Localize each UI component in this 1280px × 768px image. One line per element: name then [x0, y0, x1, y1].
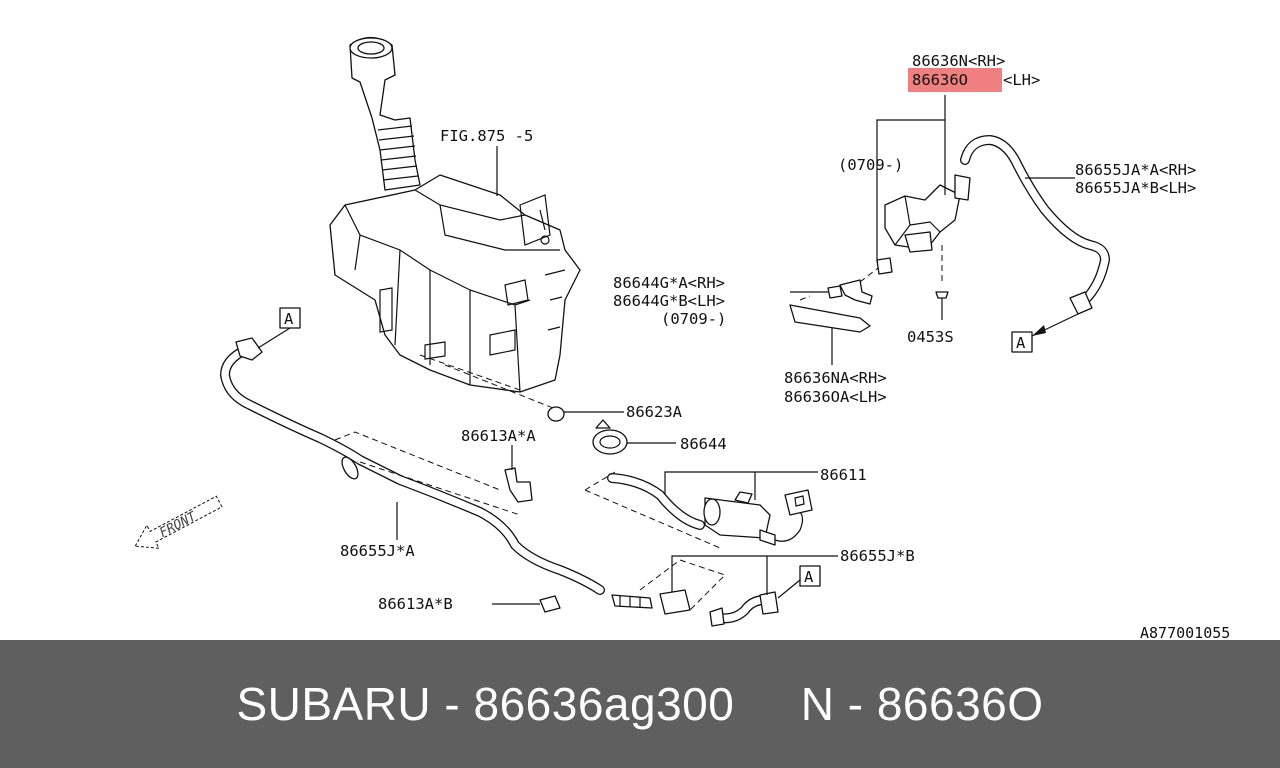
- label-86623a: 86623A: [626, 403, 683, 421]
- label-0709-b: (0709-): [661, 310, 726, 328]
- label-86644g-a: 86644G*A<RH>: [613, 274, 725, 292]
- callout-a-mid: A: [804, 568, 814, 586]
- front-label: FRONT: [157, 509, 200, 541]
- clamp-86644: [592, 419, 628, 455]
- pump-86611: [607, 473, 813, 546]
- hose-86655j-b: [611, 589, 779, 627]
- callout-a-left: A: [284, 310, 294, 328]
- cover-86636na: [789, 304, 871, 333]
- label-86644: 86644: [680, 435, 727, 453]
- parts-diagram: FIG.875 -5 86655J*A A FRONT 86613A*A 866…: [134, 36, 1230, 640]
- callout-box-right: [1011, 331, 1033, 353]
- label-86636o-side: <LH>: [1003, 71, 1040, 89]
- footer-part-number: SUBARU - 86636ag300 N - 86636O: [236, 678, 1044, 730]
- label-86613a-b: 86613A*B: [378, 595, 453, 613]
- front-arrow: FRONT: [134, 495, 223, 549]
- label-86613a-a: 86613A*A: [461, 427, 536, 445]
- highlight-86636o: [908, 68, 1002, 92]
- washer-tank: [329, 36, 581, 393]
- label-86611: 86611: [820, 466, 867, 484]
- screw-0453s: [935, 245, 949, 320]
- label-86655j-a: 86655J*A: [340, 542, 415, 560]
- nozzle-assembly: [876, 174, 971, 275]
- label-86655j-b: 86655J*B: [840, 547, 915, 565]
- footer-bar: SUBARU - 86636ag300 N - 86636O: [0, 640, 1280, 768]
- hose-86655ja: [960, 135, 1110, 315]
- grommet-86623a: [547, 406, 565, 422]
- ref-code: A877001055: [1140, 624, 1230, 640]
- clip-86613a-a: [504, 467, 533, 503]
- label-86655ja-a: 86655JA*A<RH>: [1075, 161, 1196, 179]
- label-86636n: 86636N<RH>: [912, 52, 1005, 70]
- bracket-86644g: [827, 279, 873, 305]
- callout-a-right: A: [1016, 334, 1026, 352]
- label-86655ja-b: 86655JA*B<LH>: [1075, 179, 1196, 197]
- label-86636na: 86636NA<RH>: [784, 369, 887, 387]
- clip-86613a-b: [539, 595, 561, 613]
- label-86644g-b: 86644G*B<LH>: [613, 292, 725, 310]
- hose-86655j-a: [220, 337, 605, 595]
- callout-box-mid: [799, 565, 821, 587]
- label-0709-a: (0709-): [838, 156, 903, 174]
- label-86636o: 86636O: [912, 71, 968, 89]
- label-0453s: 0453S: [907, 328, 954, 346]
- label-86636oa: 86636OA<LH>: [784, 388, 887, 406]
- fig-ref-label: FIG.875 -5: [440, 127, 533, 145]
